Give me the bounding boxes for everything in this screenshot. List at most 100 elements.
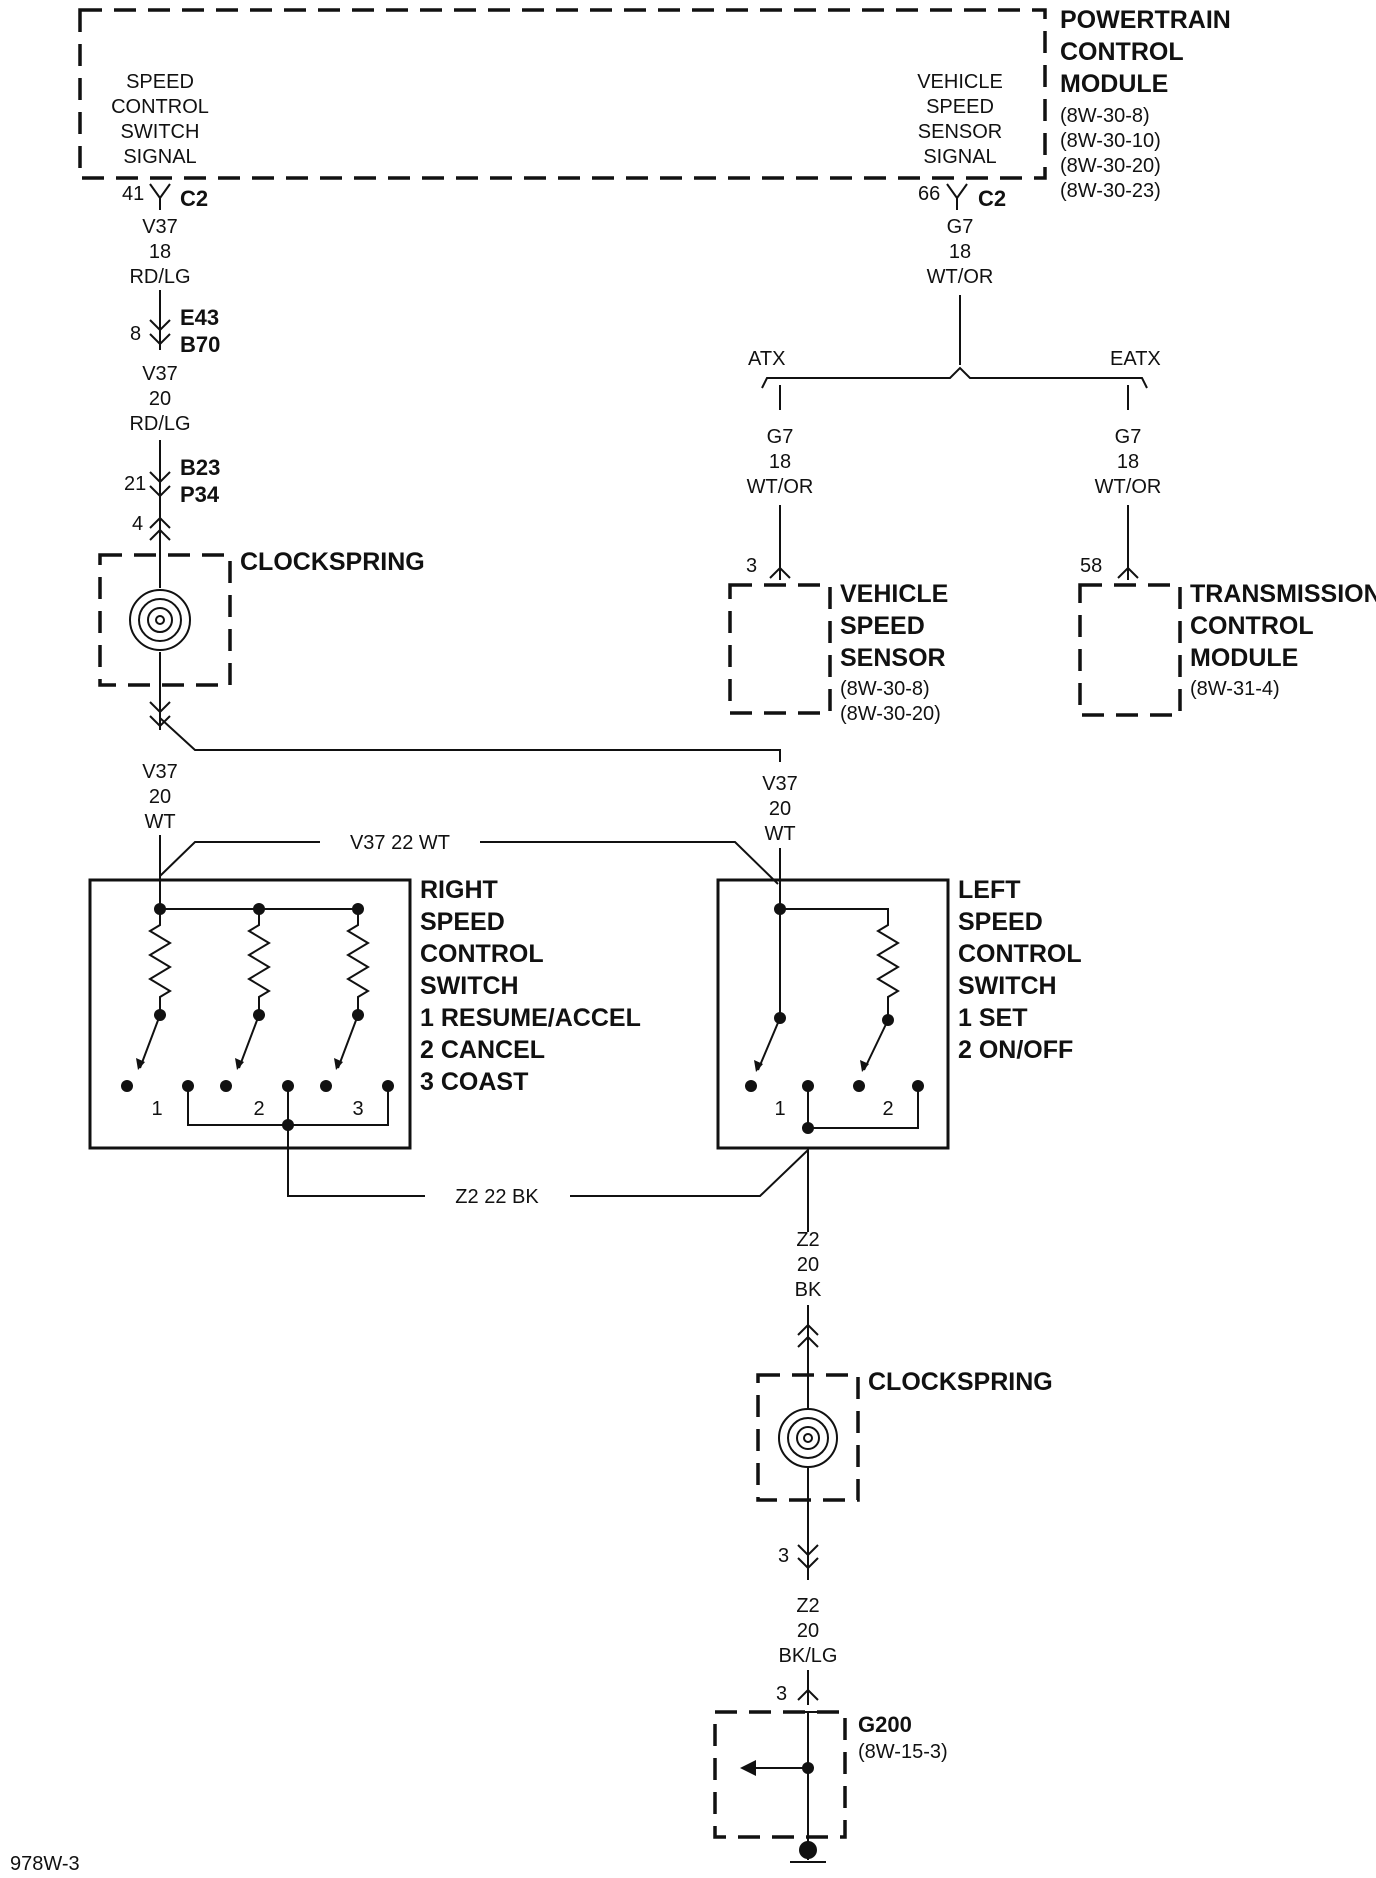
powertrain-control-module: POWERTRAIN CONTROL MODULE (8W-30-8) (8W-… (78, 6, 1231, 202)
pcm-title-1: POWERTRAIN (1060, 6, 1231, 34)
wire-v37-22-wt-label: V37 22 WT (350, 832, 450, 854)
wire-z2-bklg-color: BK/LG (779, 1645, 838, 1667)
clockspring-bottom-out-symbol (797, 1544, 819, 1570)
wire-v37-20-wt-left-label: V37 20 WT (142, 761, 178, 833)
ls-contact-1: 1 (774, 1098, 785, 1120)
ls-title-1: LEFT (958, 876, 1021, 904)
rs-title-2: SPEED (420, 908, 505, 936)
pcm-title-3: MODULE (1060, 70, 1168, 98)
wire-v37-wt-left-color: WT (144, 811, 175, 833)
tcm-ref-1: (8W-31-4) (1190, 678, 1280, 700)
pcm-speed-signal-2: CONTROL (111, 96, 209, 118)
wire-v37-wt-right-color: WT (764, 823, 795, 845)
clockspring-top-connector-symbol (149, 516, 171, 541)
g200-pin: 3 (776, 1683, 787, 1705)
vss-title-2: SPEED (840, 612, 925, 640)
pcm-ref-1: (8W-30-8) (1060, 105, 1150, 127)
tcm-connector-symbol (1117, 566, 1139, 579)
ls-func-2: 2 ON/OFF (958, 1036, 1073, 1064)
wire-z2-22-bk-label: Z2 22 BK (455, 1186, 539, 1208)
wire-g7-atx-color: WT/OR (747, 476, 814, 498)
pin-41-label: 41 (122, 183, 144, 205)
wire-v37-20-wt-right-label: V37 20 WT (762, 773, 798, 845)
wire-z2-20-bk-label: Z2 20 BK (795, 1229, 822, 1301)
rs-func-1: 1 RESUME/ACCEL (420, 1004, 641, 1032)
pcm-ref-3: (8W-30-20) (1060, 155, 1161, 177)
ls-title-2: SPEED (958, 908, 1043, 936)
wire-v37-18-label: V37 18 RD/LG (129, 216, 190, 288)
wire-g7-pcm-color: WT/OR (927, 266, 994, 288)
pcm-vss-signal-4: SIGNAL (923, 146, 996, 168)
wire-v37-18-color: RD/LG (129, 266, 190, 288)
clockspring-bottom-connector-symbol (797, 1323, 819, 1348)
wire-v37-wt-left-gauge: 20 (149, 786, 171, 808)
rs-contact-3: 3 (352, 1098, 363, 1120)
wire-z2-bklg-circuit: Z2 (796, 1595, 819, 1617)
e43-label: E43 (180, 305, 219, 330)
g200-ref: (8W-15-3) (858, 1741, 948, 1763)
wire-g7-eatx-label: G7 18 WT/OR (1095, 426, 1162, 498)
pcm-ref-4: (8W-30-23) (1060, 180, 1161, 202)
ls-contact-2: 2 (882, 1098, 893, 1120)
wire-g7-pcm-label: G7 18 WT/OR (927, 216, 994, 288)
wire-g7-atx-circuit: G7 (767, 426, 794, 448)
wire-g7-atx-label: G7 18 WT/OR (747, 426, 814, 498)
e43-pin: 8 (130, 323, 141, 345)
tcm-title-2: CONTROL (1190, 612, 1314, 640)
tcm-title-1: TRANSMISSION (1190, 580, 1376, 608)
wire-v37-20-circuit: V37 (142, 363, 178, 385)
clockspring-bottom-label: CLOCKSPRING (868, 1368, 1053, 1396)
wire-v37-18-circuit: V37 (142, 216, 178, 238)
wire-z2-bklg-gauge: 20 (797, 1620, 819, 1642)
pcm-ref-2: (8W-30-10) (1060, 130, 1161, 152)
g200-connector-symbol (797, 1688, 819, 1701)
vss-title-3: SENSOR (840, 644, 946, 672)
clockspring-bottom: CLOCKSPRING (756, 1368, 1053, 1502)
pcm-pin-41: 41 C2 (122, 183, 208, 211)
clockspring-top-out-symbol (149, 701, 171, 728)
wire-v37-18-gauge: 18 (149, 241, 171, 263)
pin-66-connector: C2 (978, 186, 1006, 211)
pcm-speed-signal-3: SWITCH (121, 121, 200, 143)
vss-pin: 3 (746, 555, 757, 577)
vss-connector-symbol (769, 566, 791, 579)
g200-label: G200 (858, 1712, 912, 1737)
clockspring-top: CLOCKSPRING (98, 548, 425, 687)
wire-v37-wt-right-circuit: V37 (762, 773, 798, 795)
wire-z2-bk-circuit: Z2 (796, 1229, 819, 1251)
diagram-id: 978W-3 (10, 1853, 80, 1875)
rs-contact-2: 2 (253, 1098, 264, 1120)
wire-v37-20-color: RD/LG (129, 413, 190, 435)
tcm-title-3: MODULE (1190, 644, 1298, 672)
tcm-pin: 58 (1080, 555, 1102, 577)
pin-41-connector: C2 (180, 186, 208, 211)
rs-func-2: 2 CANCEL (420, 1036, 545, 1064)
pcm-pin-66: 66 C2 (918, 183, 1006, 211)
clockspring-top-label: CLOCKSPRING (240, 548, 425, 576)
wire-g7-atx-gauge: 18 (769, 451, 791, 473)
wire-g7-eatx-circuit: G7 (1115, 426, 1142, 448)
rs-contact-1: 1 (151, 1098, 162, 1120)
pcm-title-2: CONTROL (1060, 38, 1184, 66)
wire-g7-eatx-color: WT/OR (1095, 476, 1162, 498)
connector-b23-p34-symbol (149, 471, 171, 498)
wire-g7-eatx-gauge: 18 (1117, 451, 1139, 473)
b23-pin: 21 (124, 473, 146, 495)
rs-func-3: 3 COAST (420, 1068, 528, 1096)
pcm-speed-signal-1: SPEED (126, 71, 194, 93)
p34-label: P34 (180, 482, 220, 507)
right-speed-control-switch: 1 2 3 RIGHT SPEED CONTROL SWITCH 1 RESUM… (88, 876, 641, 1150)
vss-ref-1: (8W-30-8) (840, 678, 930, 700)
rs-title-3: CONTROL (420, 940, 544, 968)
ls-title-4: SWITCH (958, 972, 1057, 1000)
wire-g7-pcm-circuit: G7 (947, 216, 974, 238)
vss-title-1: VEHICLE (840, 580, 948, 608)
clockspring-top-pin: 4 (132, 513, 143, 535)
atx-label: ATX (748, 348, 785, 370)
pcm-vss-signal-3: SENSOR (918, 121, 1002, 143)
ls-func-1: 1 SET (958, 1004, 1027, 1032)
rs-title-4: SWITCH (420, 972, 519, 1000)
pcm-vss-signal-1: VEHICLE (917, 71, 1003, 93)
b23-label: B23 (180, 455, 220, 480)
wire-v37-20-label: V37 20 RD/LG (129, 363, 190, 435)
